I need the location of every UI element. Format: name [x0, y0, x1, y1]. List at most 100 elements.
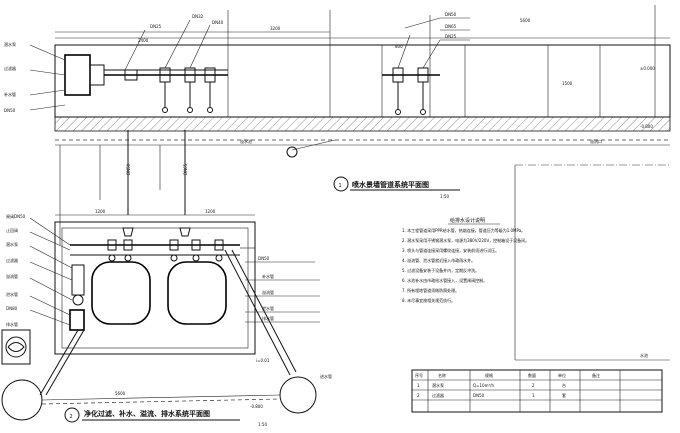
dim-text: 1200 — [95, 209, 106, 214]
tag-i: i=0.01 — [256, 358, 270, 363]
table-header: 规格 — [485, 372, 493, 378]
title-bottom: 净化过滤、补水、溢流、排水系统平面图 — [84, 409, 210, 418]
section-label: 溢水池 — [240, 138, 252, 144]
table-cell: 台 — [562, 382, 566, 388]
leader-lines-top — [124, 17, 470, 71]
elev-text: -0.800 — [640, 124, 653, 129]
title-block-1: 1 喷水景墙管道系统平面图 1:50 — [333, 176, 460, 199]
drain-line-2 — [41, 398, 281, 405]
table-header: 单位 — [558, 372, 566, 378]
left-label: 过滤器 — [4, 65, 16, 71]
title-block-2: 2 净化过滤、补水、溢流、排水系统平面图 1:50 — [64, 407, 267, 427]
dim-text: 5600 — [520, 18, 531, 23]
pipe-tag: DN50 — [126, 163, 131, 175]
elev-text: ±0.000 — [640, 66, 655, 71]
pipe-tag: DN25 — [150, 24, 162, 29]
north-arrow-symbol — [7, 342, 25, 352]
filter-tank — [167, 261, 227, 325]
riser-pipes: DN50 DN65 — [59, 130, 188, 245]
left-label: 补水管 — [4, 91, 16, 97]
pump-circle — [72, 294, 84, 306]
pump-base — [69, 309, 85, 331]
elev-text: -0.800 — [250, 404, 263, 409]
left-label: 止回阀 — [6, 227, 18, 233]
left-label: 过滤器 — [6, 257, 18, 263]
overflow-pipe — [224, 249, 291, 376]
table-header: 序号 — [415, 372, 423, 378]
left-label: DN50 — [4, 108, 16, 113]
valve-group-top — [124, 67, 216, 113]
title-number: 1 — [339, 183, 342, 189]
left-label: 闸阀DN50 — [6, 213, 26, 219]
dim-text: 1500 — [562, 81, 573, 86]
bottom-left-labels: 闸阀DN50 止回阀 潜水泵 过滤器 溢流管 泄水管 DN80 排水管 — [6, 213, 73, 327]
manhole-label: 进水管 — [320, 373, 332, 379]
table-header: 备注 — [592, 372, 600, 378]
drain-pipe — [39, 329, 79, 396]
north-arrow-circle — [5, 336, 27, 358]
table-cell: 套 — [562, 392, 566, 398]
table-cell: Q=10m³/h — [473, 383, 494, 388]
manhole-circle — [1, 379, 43, 421]
left-label: 潜水泵 — [4, 41, 16, 47]
right-label: 排水管 — [262, 315, 274, 321]
title-number: 2 — [70, 414, 73, 420]
pit-outline — [54, 221, 256, 355]
right-label: 泄水管 — [262, 305, 274, 311]
table-cell: 过滤器 — [432, 392, 444, 398]
dim-text: 5600 — [115, 391, 126, 396]
left-label: 潜水泵 — [6, 241, 18, 247]
table-cell: 1 — [532, 393, 535, 398]
material-table: 序号 名称 规格 数量 单位 备注 1 潜水泵 Q=10m³/h 2 台 2 过… — [411, 369, 663, 413]
drain-pipe-2 — [45, 329, 85, 396]
notes-heading: 给排水设计说明 — [450, 217, 485, 224]
table-cell: 潜水泵 — [432, 382, 444, 388]
filter-tank — [91, 261, 151, 325]
right-label: DN50 — [258, 256, 270, 261]
manhole-circle — [279, 376, 317, 414]
dim-text: 3200 — [270, 26, 281, 31]
title-scale: 1:50 — [440, 194, 449, 199]
note-line: 2. 潜水泵采用不锈钢潜水泵，电源为380V/220V，控制箱设于设备间。 — [402, 237, 529, 243]
top-plan: DN25 DN32 DN40 DN50 DN65 DN25 5600 3200 … — [4, 5, 671, 158]
bottom-plan: 1200 1200 — [1, 209, 332, 421]
table-header: 数量 — [528, 372, 536, 378]
title-number-circle — [64, 407, 80, 423]
inlet-funnel — [122, 227, 134, 237]
overflow-label: 溢流口 — [590, 138, 602, 144]
note-line: 6. 水池补水由市政给水管接入，设置闸阀控制。 — [402, 277, 487, 283]
pipe-tag: DN25 — [445, 34, 457, 39]
note-line: 8. 未尽事宜按相关规范执行。 — [402, 297, 455, 303]
table-header: 名称 — [438, 372, 446, 378]
drain-line — [41, 394, 281, 401]
dim-text: 2400 — [138, 38, 149, 43]
inlet-funnel — [179, 227, 191, 237]
pipe-tag: DN65 — [445, 24, 457, 29]
wall-base-hatch — [54, 116, 671, 132]
table-frame — [411, 369, 663, 413]
detail-marker — [286, 146, 298, 158]
table-cell: 2 — [532, 383, 535, 388]
left-label: 泄水管 — [6, 291, 18, 297]
bottom-right-labels: DN50 补水管 溢流管 泄水管 排水管 i=0.01 进水管 5600 -0.… — [115, 256, 332, 409]
valve-group-mid — [382, 67, 440, 115]
right-label: 补水管 — [262, 273, 274, 279]
note-line: 1. 本工程管道采用PPR给水管，热熔连接，管道压力等级为1.0MPa。 — [402, 227, 525, 233]
title-number-circle — [333, 176, 349, 192]
pipe-tag: DN50 — [445, 12, 457, 17]
note-line: 5. 过滤设备安装于设备井内，定期反冲洗。 — [402, 267, 479, 273]
table-cell: 2 — [417, 393, 420, 398]
pond-label: 水池 — [640, 352, 648, 358]
note-line: 4. 溢流管、泄水管就近接入市政雨水井。 — [402, 257, 475, 263]
right-label: 溢流管 — [262, 289, 274, 295]
pump-box — [64, 54, 91, 96]
notes-block: 给排水设计说明 1. 本工程管道采用PPR给水管，热熔连接，管道压力等级为1.0… — [402, 217, 529, 303]
table-cell: DN50 — [473, 393, 485, 398]
title-top: 喷水景墙管道系统平面图 — [352, 180, 429, 189]
table-cell: 1 — [417, 383, 420, 388]
note-line: 7. 所有埋地管道须做防腐处理。 — [402, 287, 459, 293]
left-label: DN80 — [6, 306, 18, 311]
leader — [291, 139, 336, 151]
left-label: 溢流管 — [6, 273, 18, 279]
